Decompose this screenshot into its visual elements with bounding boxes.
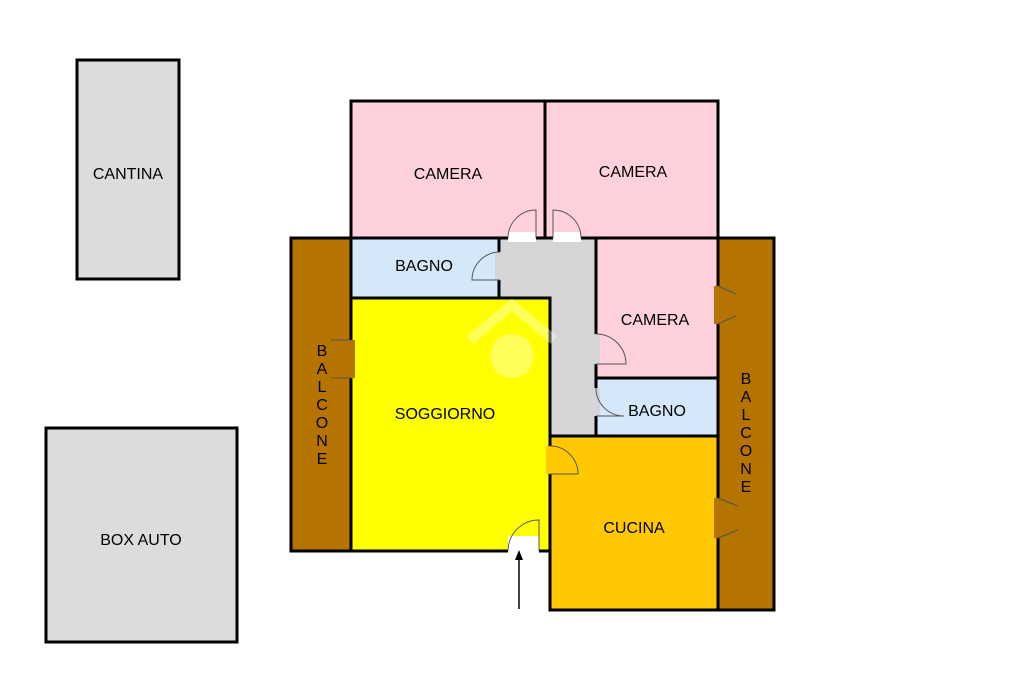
balcone-left: [289, 236, 353, 553]
door-gaps-colored: [347, 252, 722, 538]
label-box-auto: BOX AUTO: [100, 532, 182, 549]
door-gaps: [508, 232, 581, 554]
svg-text:A: A: [741, 389, 752, 406]
svg-text:C: C: [316, 397, 328, 414]
svg-text:L: L: [742, 407, 751, 424]
label-cantina: CANTINA: [93, 166, 164, 183]
room-camera-2: [543, 99, 720, 240]
svg-text:A: A: [317, 361, 328, 378]
label-soggiorno: SOGGIORNO: [395, 406, 495, 423]
svg-text:E: E: [741, 479, 752, 496]
svg-text:B: B: [741, 371, 752, 388]
label-balcone-left: B A L C O N E: [316, 343, 328, 468]
room-box-auto: [44, 426, 239, 644]
label-camera-3: CAMERA: [621, 312, 690, 329]
room-soggiorno: [349, 296, 552, 553]
svg-text:N: N: [740, 461, 752, 478]
label-balcone-right: B A L C O N E: [740, 371, 752, 496]
svg-text:O: O: [740, 443, 752, 460]
svg-text:O: O: [316, 415, 328, 432]
svg-text:B: B: [317, 343, 328, 360]
room-cantina: [75, 58, 181, 281]
corridor: [500, 238, 595, 436]
label-cucina: CUCINA: [603, 520, 665, 537]
room-camera-3: [594, 236, 720, 380]
svg-text:L: L: [318, 379, 327, 396]
label-camera-1: CAMERA: [414, 166, 483, 183]
label-bagno-2: BAGNO: [628, 403, 686, 420]
svg-text:E: E: [317, 451, 328, 468]
svg-text:N: N: [316, 433, 328, 450]
balcone-right: [716, 236, 776, 612]
svg-text:C: C: [740, 425, 752, 442]
label-camera-2: CAMERA: [599, 164, 668, 181]
watermark-logo: [466, 298, 558, 378]
door-swings: [331, 209, 739, 552]
label-bagno-1: BAGNO: [395, 258, 453, 275]
entrance-arrow-icon: [515, 550, 523, 609]
